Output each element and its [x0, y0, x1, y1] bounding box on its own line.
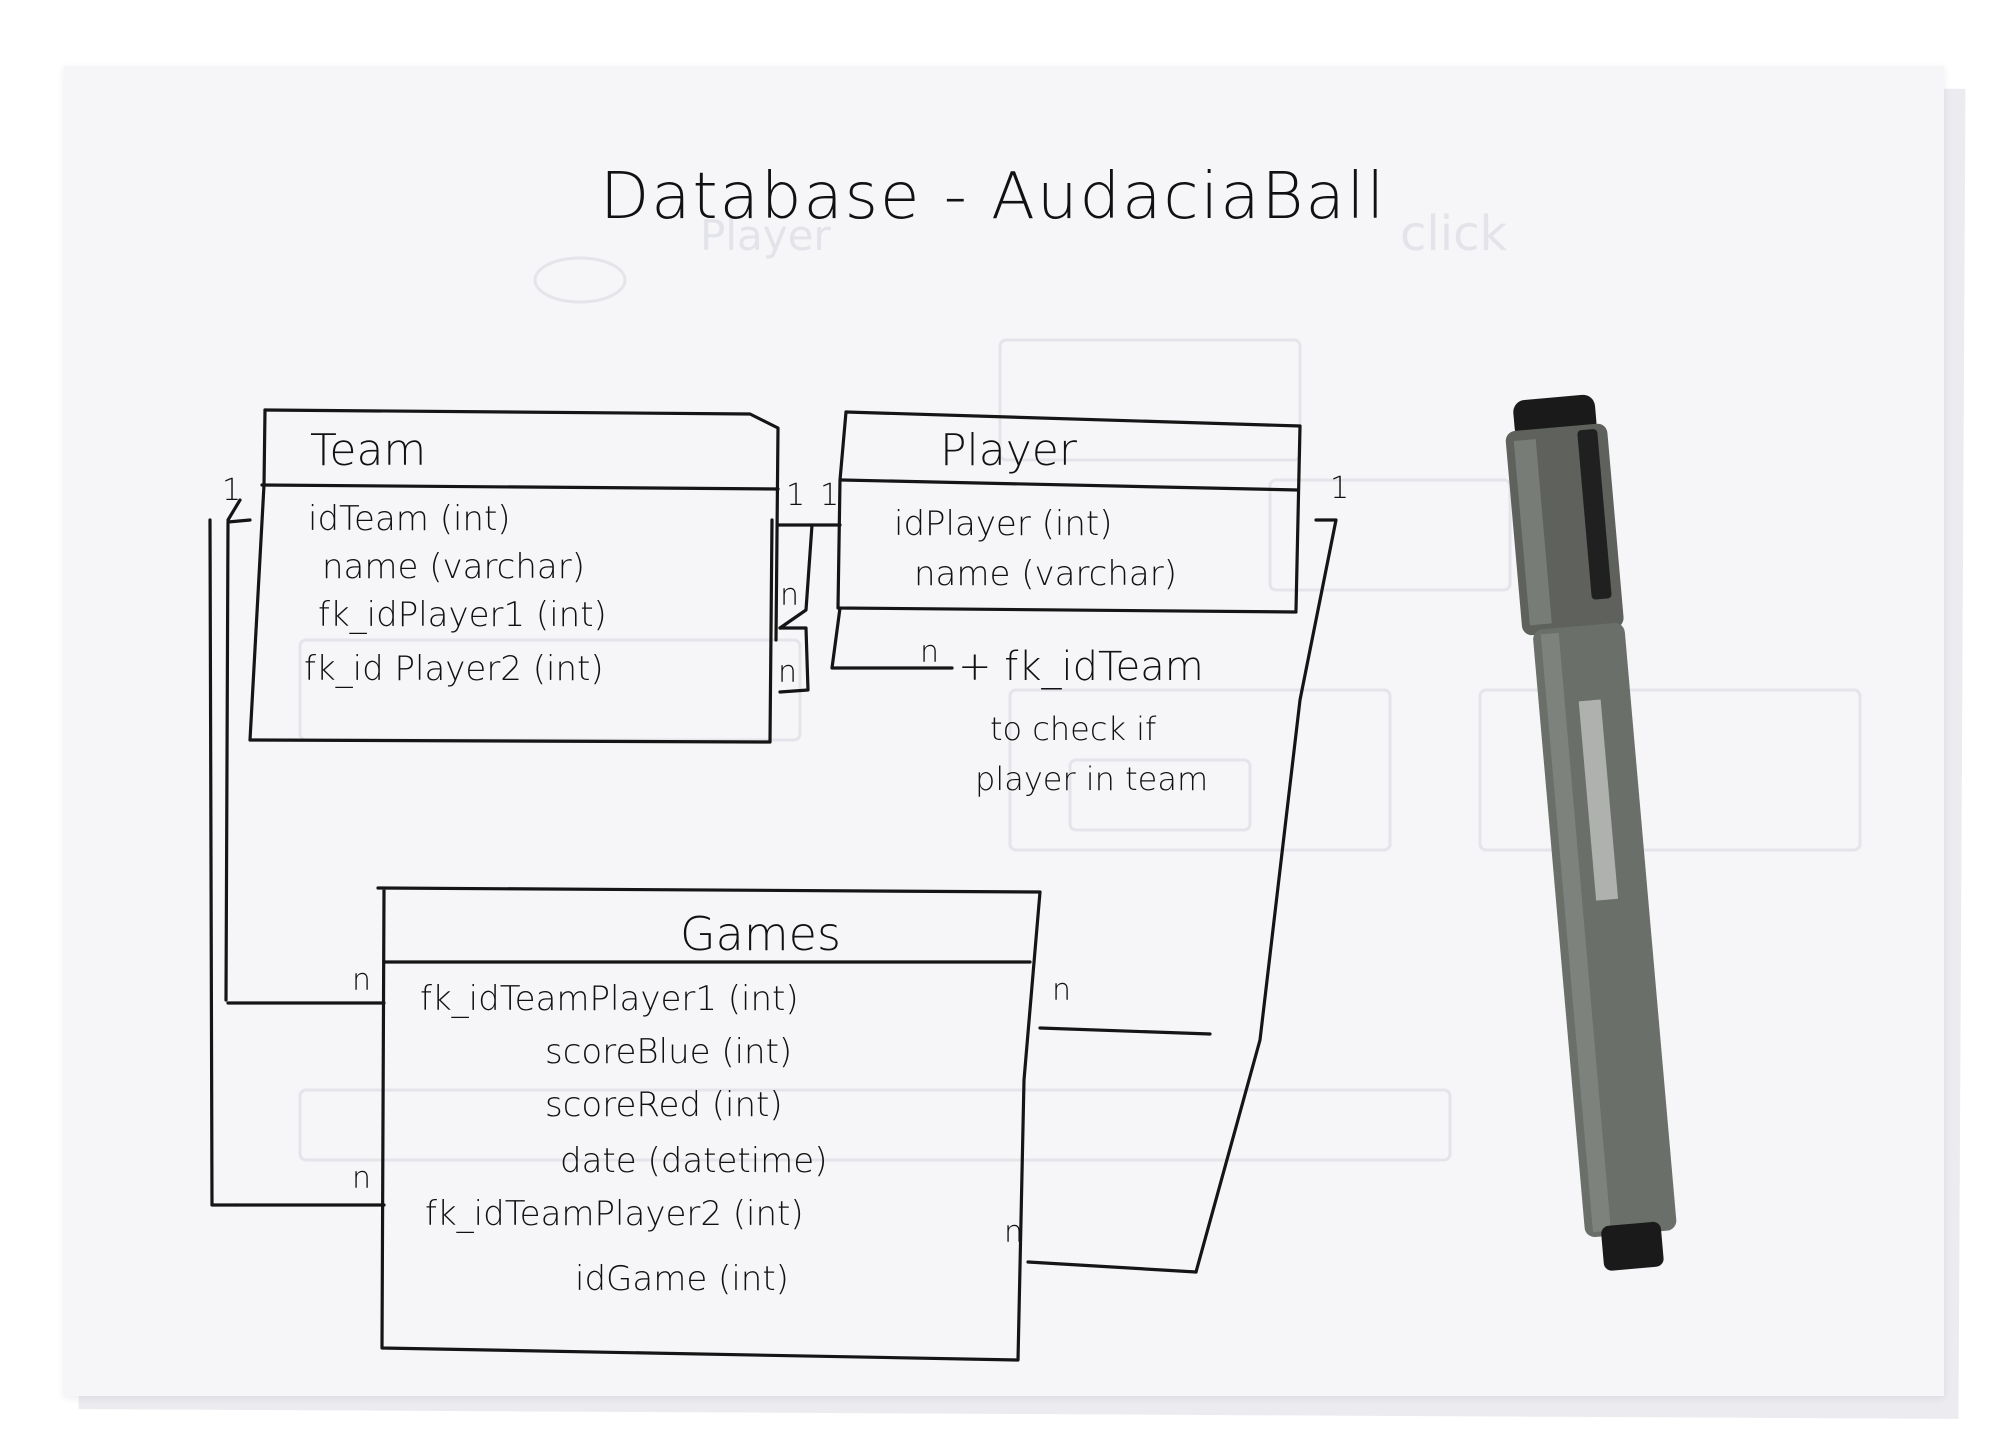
games-field: scoreRed (int) — [545, 1085, 783, 1125]
cardinality-one: 1 — [786, 478, 805, 513]
svg-text:click: click — [1400, 206, 1507, 262]
svg-text:Player: Player — [700, 211, 831, 260]
games-table: Games fk_idTeamPlayer1 (int) scoreBlue (… — [376, 886, 1042, 1362]
cardinality-many: n — [352, 963, 371, 998]
pen-icon — [1505, 394, 1677, 1271]
player-table-name: Player — [940, 425, 1078, 476]
relationship-lines — [208, 498, 1338, 1274]
cardinality-one: 1 — [1330, 471, 1349, 506]
player-field: name (varchar) — [914, 554, 1177, 594]
cardinality-labels: 1 1 1 1 n n n n n n n — [222, 471, 1349, 1250]
games-field: fk_idTeamPlayer2 (int) — [425, 1194, 804, 1234]
team-field: fk_id Player2 (int) — [304, 649, 604, 689]
cardinality-many: n — [780, 578, 799, 613]
games-field: date (datetime) — [560, 1141, 827, 1181]
games-field: scoreBlue (int) — [545, 1032, 792, 1072]
cardinality-many: n — [1004, 1215, 1023, 1250]
games-field: idGame (int) — [575, 1259, 789, 1299]
team-field: fk_idPlayer1 (int) — [318, 595, 607, 635]
cardinality-many: n — [1052, 973, 1071, 1008]
cardinality-many: n — [352, 1161, 371, 1196]
team-field: name (varchar) — [322, 547, 585, 587]
team-table: Team idTeam (int) name (varchar) fk_idPl… — [224, 408, 780, 1002]
cardinality-many: n — [920, 635, 939, 670]
diagram-title: Database - AudaciaBall — [600, 160, 1386, 234]
cardinality-one: 1 — [222, 473, 241, 508]
notes: + fk_idTeam to check if player in team — [958, 644, 1208, 798]
cardinality-one: 1 — [820, 478, 839, 513]
team-field: idTeam (int) — [308, 499, 511, 539]
player-field: idPlayer (int) — [894, 504, 1113, 544]
paper-show-through: click Player — [298, 206, 1862, 1162]
check-note-line1: to check if — [990, 710, 1157, 748]
check-note-line2: player in team — [975, 760, 1208, 798]
player-table: Player idPlayer (int) name (varchar) — [836, 410, 1302, 614]
games-table-name: Games — [680, 907, 841, 961]
games-field: fk_idTeamPlayer1 (int) — [420, 979, 799, 1019]
cardinality-many: n — [778, 655, 797, 690]
team-table-name: Team — [310, 425, 426, 476]
fk-note: + fk_idTeam — [958, 644, 1204, 690]
